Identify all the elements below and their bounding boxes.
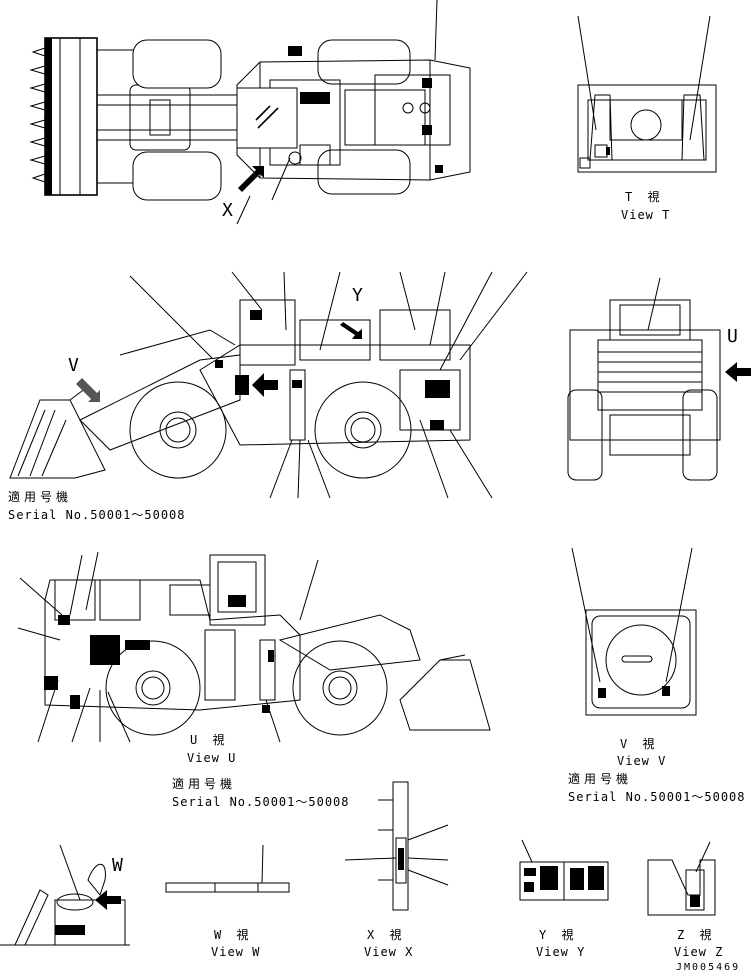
callout-w: W bbox=[112, 855, 123, 876]
view-x-drawing bbox=[344, 781, 449, 911]
right-side-view bbox=[17, 551, 491, 743]
drawing-code: JM005469 bbox=[676, 962, 741, 973]
view-t-drawing bbox=[577, 15, 717, 173]
serial-note-3-en: Serial No.50001～50008 bbox=[568, 790, 746, 804]
view-t-label-jp: T 視 bbox=[625, 190, 664, 204]
view-w-drawing bbox=[165, 844, 290, 893]
view-z-label-en: View Z bbox=[674, 945, 724, 959]
callout-v: V bbox=[68, 355, 79, 376]
serial-note-2-jp: 適用号機 bbox=[172, 777, 237, 791]
cab-interior-view bbox=[0, 844, 130, 946]
view-w-label-en: View W bbox=[211, 945, 261, 959]
view-t-label-en: View T bbox=[621, 208, 671, 222]
view-z-label-jp: Z 視 bbox=[677, 928, 716, 942]
serial-note-3-jp: 適用号機 bbox=[568, 772, 633, 786]
callout-y: Y bbox=[352, 285, 363, 306]
view-u-label-jp: U 視 bbox=[190, 733, 229, 747]
view-x-label-en: View X bbox=[364, 945, 414, 959]
top-plan-view bbox=[29, 0, 471, 225]
serial-note-1-en: Serial No.50001～50008 bbox=[8, 508, 186, 522]
left-side-view bbox=[9, 271, 528, 499]
view-y-label-jp: Y 視 bbox=[539, 928, 578, 942]
view-y-drawing bbox=[519, 839, 609, 901]
view-x-label-jp: X 視 bbox=[367, 928, 406, 942]
view-w-label-jp: W 視 bbox=[214, 928, 253, 942]
view-v-label-jp: V 視 bbox=[620, 737, 659, 751]
view-u-drawing bbox=[567, 277, 751, 481]
callout-x: X bbox=[222, 200, 233, 221]
view-v-drawing bbox=[571, 547, 697, 716]
serial-note-2-en: Serial No.50001～50008 bbox=[172, 795, 350, 809]
callout-u: U bbox=[727, 326, 738, 347]
view-z-drawing bbox=[647, 841, 716, 916]
view-u-label-en: View U bbox=[187, 751, 237, 765]
view-y-label-en: View Y bbox=[536, 945, 586, 959]
view-v-label-en: View V bbox=[617, 754, 667, 768]
serial-note-1-jp: 適用号機 bbox=[8, 490, 73, 504]
